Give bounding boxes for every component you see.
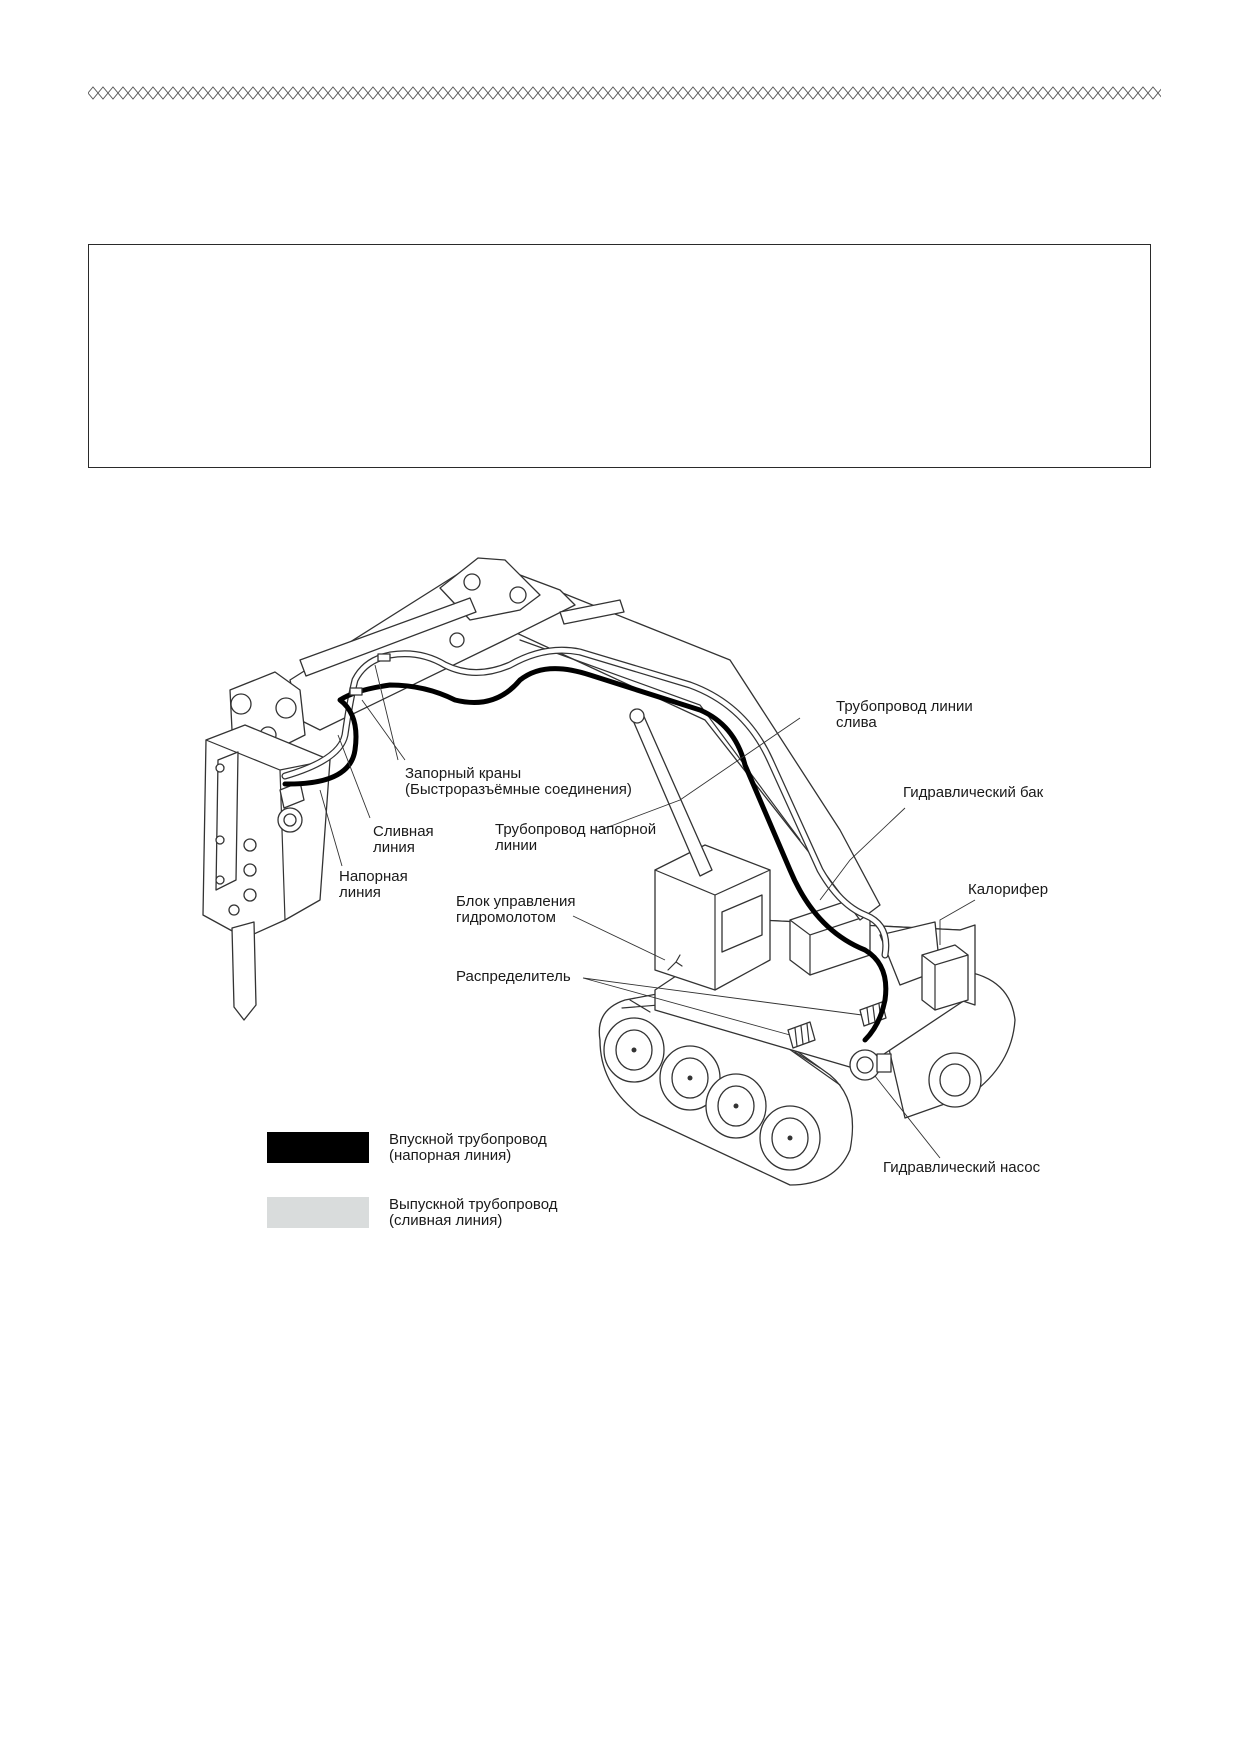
hydraulic-breaker: [202, 724, 331, 1021]
empty-notice-box: [88, 244, 1151, 468]
track-wheel: [659, 1045, 721, 1111]
callout-distributor: Распределитель: [456, 968, 571, 985]
quick-coupler-icon: [377, 653, 391, 662]
pressure-line-path: [282, 666, 889, 1043]
callout-shutoff-valves: Запорный краны (Быстроразъёмные соединен…: [405, 765, 632, 798]
boom-arm: [229, 557, 881, 921]
upper-structure: [654, 844, 976, 1081]
track-wheel: [705, 1073, 767, 1139]
legend-swatch-pressure: [267, 1132, 369, 1163]
legend-swatch-drain: [267, 1197, 369, 1228]
svg-text:Выпускной трубопровод: Выпускной трубопровод (сливная линия): [389, 1196, 562, 1229]
legend: Впускной трубопровод (напорная линия) Вы…: [267, 1131, 562, 1229]
decorative-diamond-rule: [88, 86, 1161, 100]
callout-pressure-pipe: Трубопровод напорной линии: [495, 821, 660, 854]
callout-drain-line: Сливная линия: [373, 823, 438, 856]
callout-hydraulic-tank: Гидравлический бак: [903, 784, 1044, 801]
control-block-icon: [667, 954, 683, 971]
heater-box: [921, 944, 969, 1011]
callout-hydraulic-pump: Гидравлический насос: [883, 1159, 1041, 1176]
legend-item-drain: Выпускной трубопровод (сливная линия): [267, 1196, 562, 1229]
svg-text:Впускной трубопровод (: Впускной трубопровод (напорная линия): [389, 1131, 551, 1164]
quick-coupler-icon: [349, 687, 363, 696]
legend-item-pressure: Впускной трубопровод (напорная линия): [267, 1131, 551, 1164]
callout-heater: Калорифер: [968, 881, 1048, 898]
callout-control-block: Блок управления гидромолотом: [456, 893, 580, 926]
drain-line-path: [281, 646, 890, 959]
track-wheel: [603, 1017, 665, 1083]
excavator-hydraulic-diagram: Трубопровод линии слива Гидравлический б…: [202, 557, 1048, 1229]
callout-drain-pipe: Трубопровод линии слива: [836, 698, 977, 731]
hydraulic-pump-icon: [849, 1049, 892, 1081]
track-wheel: [759, 1105, 821, 1171]
callout-pressure-line: Напорная линия: [339, 868, 412, 901]
operator-cab: [654, 844, 771, 991]
breaker-chisel: [231, 921, 257, 1021]
distributor-block-icon: [787, 1021, 816, 1049]
leader-lines: [319, 664, 976, 1159]
